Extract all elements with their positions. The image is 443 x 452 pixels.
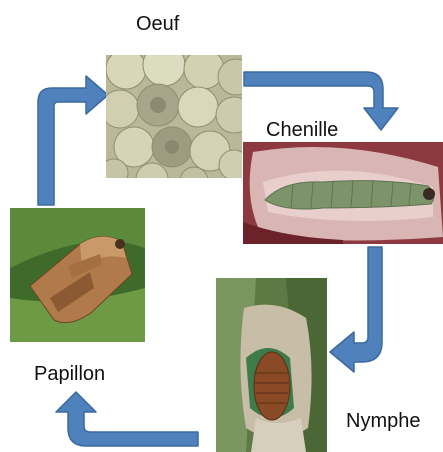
caterpillar-photo: [243, 142, 443, 244]
arrow-pupa-to-butterfly: [56, 392, 198, 446]
arrow-caterpillar-to-pupa: [330, 247, 382, 372]
butterfly-photo: [10, 208, 145, 342]
arrow-egg-to-caterpillar: [244, 72, 398, 130]
egg-photo: [106, 55, 242, 178]
arrow-butterfly-to-egg: [38, 76, 108, 205]
pupa-photo: [216, 278, 327, 452]
